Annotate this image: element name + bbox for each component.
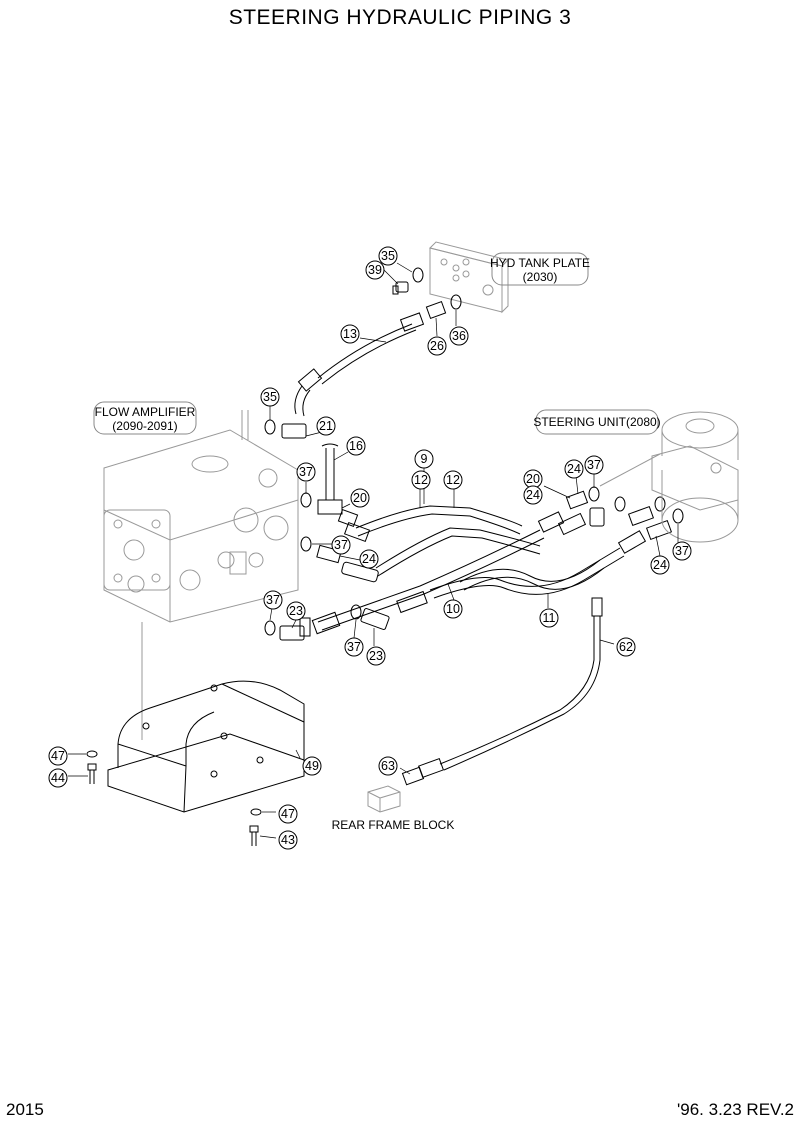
- washer-47a: [86, 750, 98, 758]
- washer-47b: [250, 808, 262, 816]
- part-number: 11: [543, 611, 556, 625]
- flow-amplifier-label: FLOW AMPLIFIER: [95, 405, 196, 419]
- o-ring-37h: [654, 496, 666, 512]
- plug-39: [392, 281, 409, 295]
- revision-date: '96. 3.23 REV.2: [677, 1100, 794, 1119]
- tee-20: [317, 499, 359, 528]
- hose-13: [281, 312, 425, 439]
- hose-10: [311, 511, 565, 635]
- leader-lines: [68, 262, 679, 839]
- part-number: 10: [446, 602, 460, 616]
- part-number-labels: 35 39 26 36 13 35 21 16 20 37 37 24 9 12…: [51, 249, 689, 847]
- fitting-63: [401, 766, 425, 786]
- part-number: 43: [281, 833, 295, 847]
- o-ring-37e: [264, 620, 276, 636]
- elbow-23a: [279, 617, 311, 641]
- hyd-tank-plate-callout: HYD TANK PLATE (2030): [490, 252, 590, 286]
- hose-62: [417, 597, 603, 779]
- part-number: 37: [334, 538, 348, 552]
- part-numbers: [48, 246, 692, 850]
- hose-12-lower: [341, 527, 541, 583]
- part-number: 47: [51, 749, 65, 763]
- fitting-group-steering: [557, 490, 673, 541]
- steering-unit-label: STEERING UNIT(2080): [533, 415, 660, 429]
- hose-12-upper: [343, 505, 523, 543]
- part-number: 35: [381, 249, 395, 263]
- part-number: 37: [347, 640, 361, 654]
- tube-16: [321, 443, 339, 500]
- elbow-23b: [360, 608, 390, 630]
- o-ring-37f: [350, 604, 362, 620]
- part-number: 37: [675, 544, 689, 558]
- part-number: 23: [289, 604, 303, 618]
- o-ring-35b: [264, 419, 276, 435]
- flow-amplifier-body: [103, 410, 299, 740]
- o-ring-37c: [588, 486, 600, 502]
- part-number: 24: [526, 488, 540, 502]
- hose-11: [429, 530, 647, 599]
- part-number: 20: [353, 491, 367, 505]
- rear-frame-block-label: REAR FRAME BLOCK: [332, 818, 455, 832]
- part-number: 37: [266, 593, 280, 607]
- part-number: 24: [567, 462, 581, 476]
- bolt-43: [249, 825, 259, 846]
- hyd-tank-plate: [429, 241, 509, 314]
- part-number: 37: [299, 465, 313, 479]
- part-number: 62: [619, 640, 633, 654]
- part-number: 63: [381, 759, 395, 773]
- part-number: 20: [526, 472, 540, 486]
- o-ring-35a: [412, 267, 424, 283]
- flow-amplifier-ref: (2090-2091): [112, 419, 177, 433]
- o-ring-37d: [672, 508, 684, 524]
- bracket-49: [107, 680, 305, 813]
- part-number: 39: [368, 263, 382, 277]
- page-number: 2015: [6, 1100, 44, 1119]
- part-number: 49: [305, 759, 319, 773]
- o-ring-37b: [300, 536, 312, 552]
- part-number: 16: [349, 439, 363, 453]
- part-number: 35: [263, 390, 277, 404]
- part-number: 12: [446, 473, 460, 487]
- o-ring-37a: [300, 492, 312, 508]
- part-number: 12: [414, 473, 428, 487]
- part-number: 26: [430, 339, 444, 353]
- part-number: 37: [587, 458, 601, 472]
- hyd-tank-plate-label: HYD TANK PLATE: [490, 256, 590, 270]
- rear-frame-block: [367, 785, 401, 813]
- part-number: 9: [421, 452, 428, 466]
- part-number: 24: [362, 552, 376, 566]
- page-title: STEERING HYDRAULIC PIPING 3: [228, 6, 572, 29]
- fitting-24a: [316, 544, 342, 564]
- bolt-44: [87, 763, 97, 784]
- o-ring-37g: [614, 496, 626, 512]
- part-number: 21: [319, 419, 333, 433]
- part-number: 44: [51, 771, 65, 785]
- o-ring-36: [450, 294, 462, 310]
- flow-amplifier-callout: FLOW AMPLIFIER (2090-2091): [93, 401, 197, 435]
- part-number: 47: [281, 807, 295, 821]
- part-number: 36: [452, 329, 466, 343]
- part-number: 23: [369, 649, 383, 663]
- steering-unit-body: [599, 411, 739, 543]
- steering-unit-callout: STEERING UNIT(2080): [533, 409, 661, 435]
- part-number: 24: [653, 558, 667, 572]
- part-number: 13: [343, 327, 357, 341]
- fitting-26: [425, 300, 447, 320]
- hyd-tank-plate-ref: (2030): [523, 270, 558, 284]
